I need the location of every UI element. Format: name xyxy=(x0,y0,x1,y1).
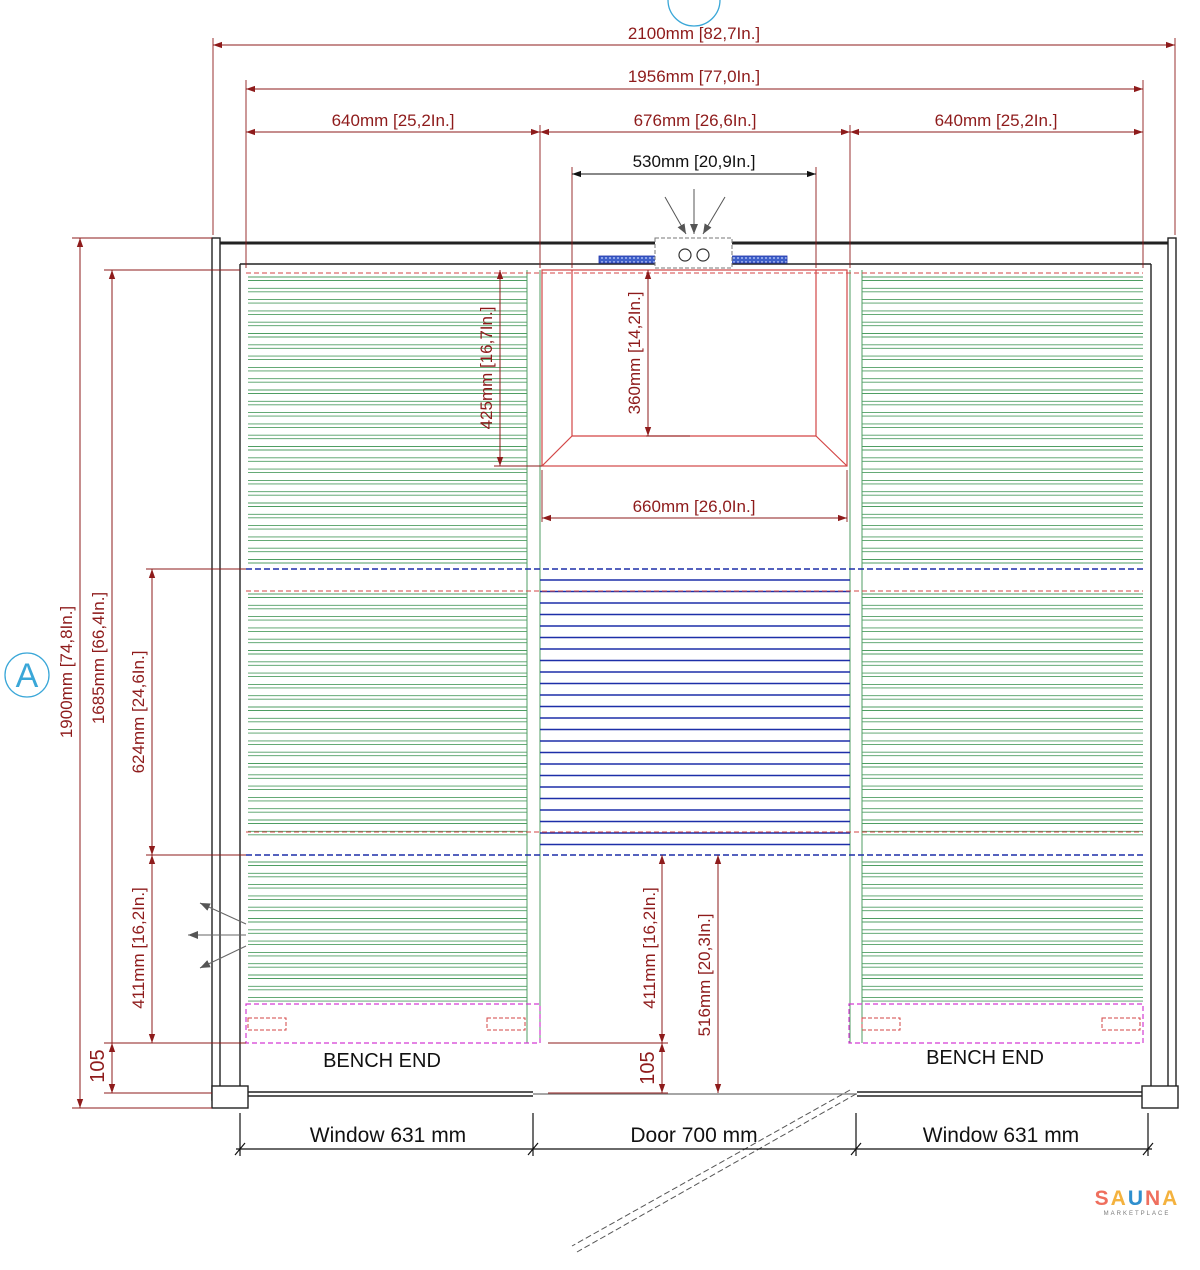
section-marker-a xyxy=(4,652,50,698)
section-marker-a-label: A xyxy=(16,657,39,695)
dim-inner-width: 1956mm [77,0In.] xyxy=(628,67,760,86)
dim-heater-inner-depth: 360mm [14,2In.] xyxy=(625,292,644,415)
heater-cover xyxy=(541,269,848,467)
logo-word: SAUNA xyxy=(1092,1188,1182,1210)
left-wall-post xyxy=(211,237,221,1101)
heater-unit xyxy=(598,189,788,269)
dim-left-bench-width: 640mm [25,2In.] xyxy=(332,111,455,130)
heater-lamp-left xyxy=(678,248,692,262)
light-emission-arrows xyxy=(188,902,247,969)
bench-end-outlines xyxy=(245,1003,1144,1044)
dimension-labels: 2100mm [82,7In.] 1956mm [77,0In.] 640mm … xyxy=(57,24,1057,1085)
dim-center-width: 676mm [26,6In.] xyxy=(634,111,757,130)
dim-heater-width: 530mm [20,9In.] xyxy=(633,152,756,171)
room-labels: BENCH END BENCH END Window 631 mm Door 7… xyxy=(310,1047,1079,1147)
heater-lamp-right xyxy=(696,248,710,262)
logo-letter: A xyxy=(1110,1187,1128,1210)
logo-letter: N xyxy=(1145,1187,1163,1210)
dimension-lines xyxy=(76,41,1175,1108)
section-marker-top xyxy=(667,0,721,27)
extension-lines xyxy=(72,38,1176,1109)
dim-upper-bench-depth: 624mm [24,6In.] xyxy=(129,651,148,774)
section-markers: A xyxy=(4,0,721,698)
heater-area xyxy=(541,269,848,467)
front-dimension xyxy=(234,1113,1154,1156)
bench-end-left-label: BENCH END xyxy=(323,1050,441,1072)
door-swing xyxy=(571,1089,857,1253)
left-front-post xyxy=(211,1085,249,1109)
bench-slats xyxy=(246,270,1143,1043)
logo-subtitle: MARKETPLACE xyxy=(1103,1211,1171,1217)
dim-lower-bench-depth-left: 411mm [16,2In.] xyxy=(129,887,148,1009)
dim-bench-offset-left: 105 xyxy=(87,1049,109,1082)
right-front-post xyxy=(1141,1085,1179,1109)
bench-end-right-label: BENCH END xyxy=(926,1047,1044,1069)
logo-letter: U xyxy=(1127,1187,1145,1210)
dim-right-bench-width: 640mm [25,2In.] xyxy=(935,111,1058,130)
dim-inner-depth: 1685mm [66,4In.] xyxy=(89,592,108,724)
dim-door-zone-depth: 516mm [20,3In.] xyxy=(695,914,714,1037)
window-left-label: Window 631 mm xyxy=(310,1124,466,1147)
window-right-label: Window 631 mm xyxy=(923,1124,1079,1147)
right-wall-post xyxy=(1167,237,1177,1101)
dim-overall-depth: 1900mm [74,8In.] xyxy=(57,606,76,738)
logo-letter: S xyxy=(1094,1187,1111,1210)
door-label: Door 700 mm xyxy=(630,1124,757,1147)
logo-letter: A xyxy=(1162,1187,1180,1210)
dim-heater-area-width: 660mm [26,0In.] xyxy=(633,497,756,516)
dim-heater-area-depth: 425mm [16,7In.] xyxy=(477,307,496,430)
dim-overall-width: 2100mm [82,7In.] xyxy=(628,24,760,43)
dim-bench-offset-center: 105 xyxy=(637,1051,659,1084)
dim-lower-bench-depth-center: 411mm [16,2In.] xyxy=(640,887,659,1009)
heater-housing xyxy=(654,237,733,269)
walls xyxy=(211,237,1179,1109)
sauna-marketplace-logo: SAUNA MARKETPLACE xyxy=(1092,1188,1182,1218)
